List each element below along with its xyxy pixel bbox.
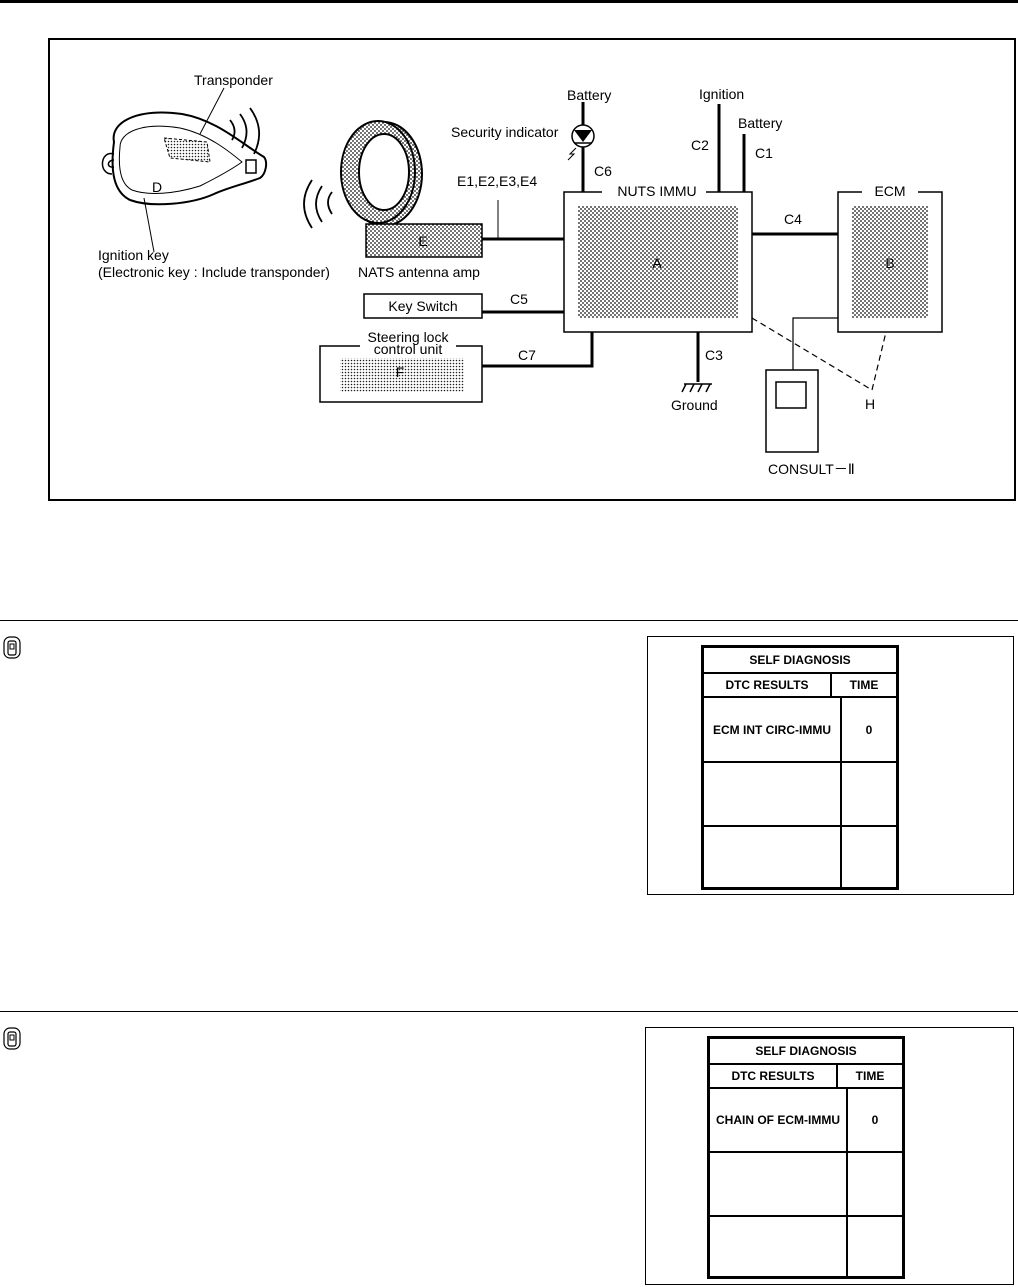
steering-lock-label-2: control unit (374, 341, 443, 357)
dtc-time (846, 1153, 902, 1217)
self-diagnosis-table: SELF DIAGNOSIS DTC RESULTS TIME CHAIN OF… (707, 1036, 905, 1279)
ecm-label: ECM (874, 183, 905, 199)
wiring (482, 102, 838, 382)
dtc-time (846, 1217, 902, 1276)
key-letter: D (152, 179, 162, 195)
consult-label: CONSULT－Ⅱ (768, 461, 855, 477)
system-diagram: Transponder D Ignition key (Electronic k… (98, 72, 943, 477)
security-indicator-label: Security indicator (451, 124, 559, 140)
antenna-label: NATS antenna amp (358, 264, 480, 280)
dtc-result (704, 763, 840, 827)
ignition-key (101, 111, 268, 206)
key-switch-label: Key Switch (388, 298, 457, 314)
nuts-letter: A (652, 255, 662, 271)
antenna-signal (303, 179, 333, 229)
nuts-immu-label: NUTS IMMU (617, 183, 696, 199)
dtc-result (710, 1217, 846, 1276)
consult-icon (3, 1027, 21, 1050)
e-wires-label: E1,E2,E3,E4 (457, 173, 537, 189)
column-header-dtc: DTC RESULTS (704, 674, 830, 698)
table-title: SELF DIAGNOSIS (710, 1039, 902, 1065)
transponder-label: Transponder (194, 72, 273, 88)
ecm-letter: B (885, 255, 894, 271)
c1-label: C1 (755, 145, 773, 161)
dtc-time (840, 827, 896, 887)
column-header-dtc: DTC RESULTS (710, 1065, 836, 1089)
dtc-time: 0 (846, 1089, 902, 1153)
dtc-result (704, 827, 840, 887)
section-1-rule (0, 620, 1018, 621)
self-diagnosis-screen-2: SELF DIAGNOSIS DTC RESULTS TIME CHAIN OF… (645, 1027, 1014, 1285)
antenna-ring (340, 120, 423, 227)
steering-lock-label-1: Steering lock (368, 329, 450, 345)
c5-label: C5 (510, 291, 528, 307)
dtc-result: ECM INT CIRC-IMMU (704, 698, 840, 763)
column-header-time: TIME (830, 674, 896, 698)
ignition-key-note: (Electronic key : Include transponder) (98, 264, 330, 280)
dtc-time (840, 763, 896, 827)
security-indicator-led (567, 124, 595, 161)
dtc-time: 0 (840, 698, 896, 763)
system-diagram-frame: Transponder D Ignition key (Electronic k… (48, 38, 1016, 501)
battery-right-label: Battery (738, 115, 782, 131)
top-rule (0, 0, 1018, 3)
dtc-result: CHAIN OF ECM-IMMU (710, 1089, 846, 1153)
h-label: H (865, 396, 875, 412)
c4-label: C4 (784, 211, 802, 227)
ground-symbol (681, 383, 712, 393)
column-header-time: TIME (836, 1065, 902, 1089)
ignition-key-label: Ignition key (98, 247, 169, 263)
dtc-result (710, 1153, 846, 1217)
consult-icon (3, 636, 21, 659)
key-switch-box (363, 293, 483, 319)
self-diagnosis-table: SELF DIAGNOSIS DTC RESULTS TIME ECM INT … (701, 645, 899, 890)
ground-label: Ground (671, 397, 718, 413)
steering-letter: F (396, 364, 405, 380)
c7-label: C7 (518, 347, 536, 363)
consult-screen (775, 381, 807, 409)
c3-label: C3 (705, 347, 723, 363)
transponder-signal (229, 107, 260, 155)
c6-label: C6 (594, 163, 612, 179)
c2-label: C2 (691, 137, 709, 153)
self-diagnosis-screen-1: SELF DIAGNOSIS DTC RESULTS TIME ECM INT … (647, 636, 1014, 895)
section-2-rule (0, 1011, 1018, 1012)
table-title: SELF DIAGNOSIS (704, 648, 896, 674)
antenna-letter: E (418, 233, 427, 249)
battery-top-label: Battery (567, 87, 611, 103)
ignition-label: Ignition (699, 86, 744, 102)
